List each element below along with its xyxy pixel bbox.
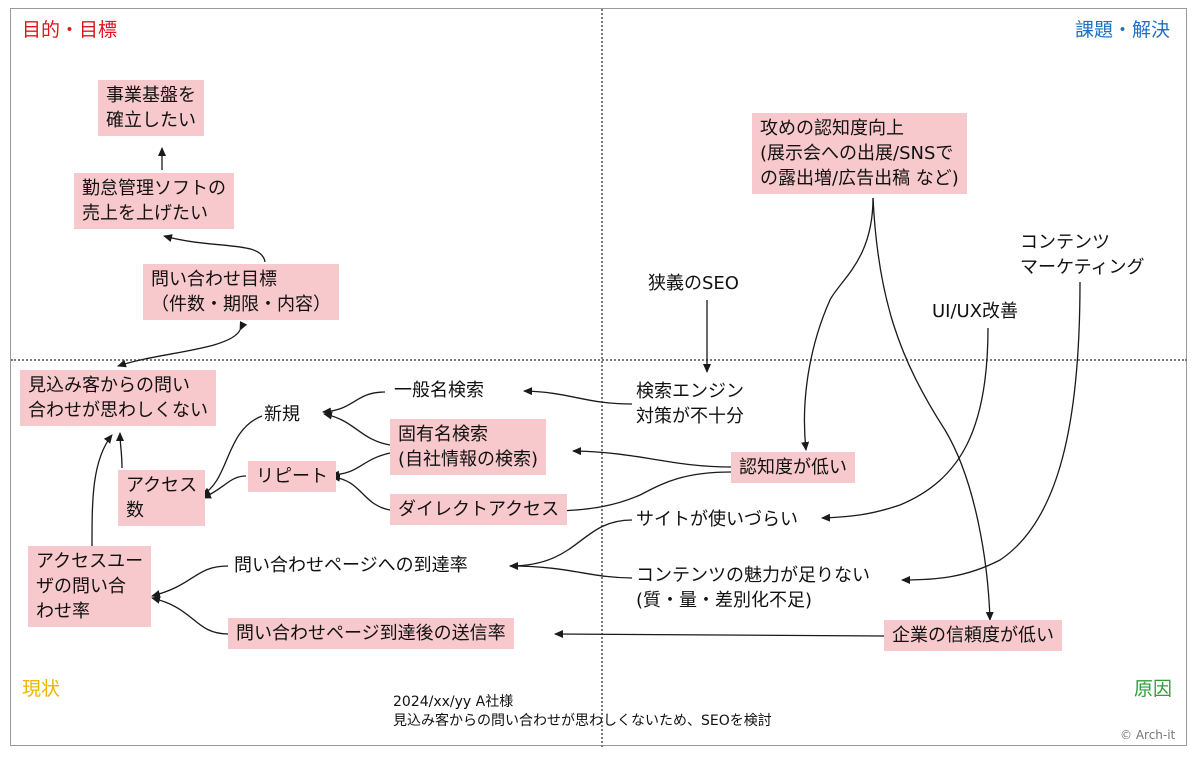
node-content-weak: コンテンツの魅力が足りない (質・量・差別化不足) <box>636 563 870 613</box>
node-current-state-line1: 見込み客からの問い <box>28 375 190 396</box>
arrow-site-to-reach <box>509 519 633 570</box>
arrow-cm-to-content <box>901 281 1081 584</box>
node-foundation: 事業基盤を 確立したい <box>98 80 204 136</box>
arrow-named-to-new <box>323 411 391 446</box>
node-user-inquiry-rate: アクセスユー ザの問い合 わせ率 <box>28 546 152 627</box>
arrow-access-to-current <box>116 432 125 469</box>
node-repeat: リピート <box>248 461 336 492</box>
arrow-goal-to-sales <box>163 234 266 263</box>
solution-aggressive-awareness-line3: の露出増/広告出稿 など) <box>760 168 959 189</box>
node-content-weak-line1: コンテンツの魅力が足りない <box>636 565 870 586</box>
diagram-frame <box>10 8 1187 746</box>
quadrant-label-issues: 課題・解決 <box>1075 19 1171 41</box>
arrow-send-to-userrate <box>151 595 229 635</box>
node-reach-rate: 問い合わせページへの到達率 <box>234 555 468 576</box>
arrow-userrate-to-current <box>91 434 113 547</box>
arrow-named-to-repeat <box>330 452 391 479</box>
node-current-state-line2: 合わせが思わしくない <box>28 400 208 421</box>
caption: 2024/xx/yy A社様 見込み客からの問い合わせが思わしくないため、SEO… <box>393 693 772 731</box>
solution-content-marketing-line1: コンテンツ <box>1020 232 1110 253</box>
node-seo-insufficient-line2: 対策が不十分 <box>636 406 744 427</box>
node-user-inquiry-rate-line2: ザの問い合 <box>36 576 126 597</box>
node-access-count-line2: 数 <box>126 500 144 521</box>
node-named-search-line2: (自社情報の検索) <box>398 449 539 470</box>
arrow-direct-to-repeat <box>331 473 391 511</box>
node-sales-line2: 売上を上げたい <box>82 203 208 224</box>
caption-line2: 見込み客からの問い合わせが思わしくないため、SEOを検討 <box>393 713 772 729</box>
node-user-inquiry-rate-line1: アクセスユー <box>36 551 144 572</box>
node-current-state: 見込み客からの問い 合わせが思わしくない <box>20 370 216 426</box>
arrow-trust-to-send <box>554 630 885 639</box>
arrow-uiux-to-site <box>821 327 989 522</box>
solution-narrow-seo: 狭義のSEO <box>648 273 739 294</box>
node-foundation-line2: 確立したい <box>106 110 196 131</box>
node-trust-low: 企業の信頼度が低い <box>884 620 1062 651</box>
node-site-hard-to-use: サイトが使いづらい <box>636 509 798 530</box>
horizontal-divider <box>11 359 1187 361</box>
arrow-aggressive-to-awareness <box>801 197 874 451</box>
arrow-generic-to-new <box>322 391 386 416</box>
arrow-content-to-reach <box>509 565 633 579</box>
node-inquiry-goal: 問い合わせ目標 （件数・期限・内容） <box>143 264 339 320</box>
arrow-aggressive-to-trust <box>872 197 994 621</box>
solution-aggressive-awareness-line2: (展示会への出展/SNSで <box>760 143 954 164</box>
arrow-new-to-access <box>201 415 263 496</box>
node-generic-search: 一般名検索 <box>394 380 484 401</box>
arrow-reach-to-userrate <box>151 565 229 598</box>
node-sales: 勤怠管理ソフトの 売上を上げたい <box>74 173 234 229</box>
copyright: © Arch-it <box>1120 728 1176 742</box>
node-access-count: アクセス 数 <box>118 470 206 526</box>
arrow-awareness-to-named <box>572 447 732 468</box>
solution-content-marketing: コンテンツ マーケティング <box>1020 230 1145 280</box>
node-seo-insufficient-line1: 検索エンジン <box>636 381 744 402</box>
node-new: 新規 <box>264 404 300 425</box>
node-direct-access: ダイレクトアクセス <box>390 494 568 525</box>
node-inquiry-goal-line1: 問い合わせ目標 <box>151 269 277 290</box>
node-foundation-line1: 事業基盤を <box>106 85 196 106</box>
node-send-rate: 問い合わせページ到達後の送信率 <box>228 618 514 649</box>
solution-uiux: UI/UX改善 <box>932 301 1019 322</box>
solution-aggressive-awareness-line1: 攻めの認知度向上 <box>760 118 904 139</box>
arrow-seo-to-generic <box>523 387 633 405</box>
arrow-repeat-to-access <box>202 475 247 499</box>
vertical-divider <box>601 9 603 747</box>
node-inquiry-goal-line2: （件数・期限・内容） <box>151 294 331 315</box>
arrow-awareness-to-direct <box>556 471 732 515</box>
node-seo-insufficient: 検索エンジン 対策が不十分 <box>636 379 744 429</box>
node-user-inquiry-rate-line3: わせ率 <box>36 601 90 622</box>
node-sales-line1: 勤怠管理ソフトの <box>82 178 226 199</box>
node-named-search: 固有名検索 (自社情報の検索) <box>390 419 547 475</box>
solution-aggressive-awareness: 攻めの認知度向上 (展示会への出展/SNSで の露出増/広告出稿 など) <box>752 113 967 194</box>
quadrant-label-goals: 目的・目標 <box>22 19 118 41</box>
quadrant-label-current: 現状 <box>22 678 61 700</box>
caption-line1: 2024/xx/yy A社様 <box>393 694 514 710</box>
node-awareness-low: 認知度が低い <box>731 452 855 483</box>
solution-content-marketing-line2: マーケティング <box>1020 257 1145 278</box>
arrow-goal-current <box>117 321 248 368</box>
node-content-weak-line2: (質・量・差別化不足) <box>636 590 813 611</box>
quadrant-label-causes: 原因 <box>1134 678 1173 700</box>
node-named-search-line1: 固有名検索 <box>398 424 488 445</box>
node-access-count-line1: アクセス <box>126 475 198 496</box>
